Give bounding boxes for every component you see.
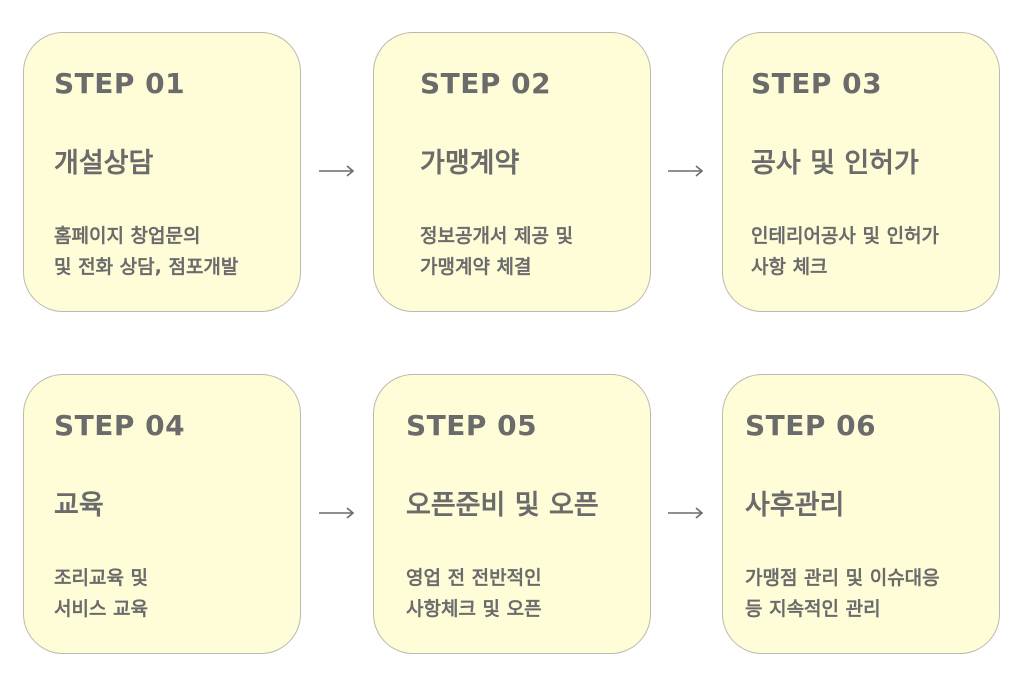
step-description-line: 정보공개서 제공 및 — [420, 225, 574, 247]
step-title: 교육 — [54, 490, 104, 521]
step-card-02: STEP 02 가맹계약 정보공개서 제공 및 가맹계약 체결 — [373, 32, 651, 312]
step-number: STEP 04 — [54, 409, 186, 442]
step-description-line: 등 지속적인 관리 — [745, 598, 881, 620]
step-title: 사후관리 — [745, 490, 845, 521]
step-number: STEP 06 — [745, 409, 877, 442]
step-card-01: STEP 01 개설상담 홈페이지 창업문의 및 전화 상담, 점포개발 — [23, 32, 301, 312]
step-description-line: 홈페이지 창업문의 — [54, 225, 201, 247]
step-description-line: 가맹점 관리 및 이슈대응 — [745, 567, 940, 589]
step-number: STEP 03 — [751, 67, 883, 100]
step-description-line: 조리교육 및 — [54, 567, 149, 589]
step-title: 오픈준비 및 오픈 — [406, 490, 599, 521]
step-description-line: 및 전화 상담, 점포개발 — [54, 256, 239, 278]
step-number: STEP 01 — [54, 67, 186, 100]
step-number: STEP 05 — [406, 409, 538, 442]
step-card-04: STEP 04 교육 조리교육 및 서비스 교육 — [23, 374, 301, 654]
step-description: 영업 전 전반적인 사항체크 및 오픈 — [406, 563, 542, 625]
arrow-right-icon — [668, 506, 704, 520]
step-description: 정보공개서 제공 및 가맹계약 체결 — [420, 221, 573, 283]
step-description-line: 사항 체크 — [751, 256, 828, 278]
step-description: 조리교육 및 서비스 교육 — [54, 563, 148, 625]
step-description-line: 인테리어공사 및 인허가 — [751, 225, 940, 247]
step-card-03: STEP 03 공사 및 인허가 인테리어공사 및 인허가 사항 체크 — [722, 32, 1000, 312]
step-description: 인테리어공사 및 인허가 사항 체크 — [751, 221, 939, 283]
step-description-line: 서비스 교육 — [54, 598, 149, 620]
step-title: 개설상담 — [54, 148, 154, 179]
step-title: 가맹계약 — [420, 148, 520, 179]
step-description-line: 사항체크 및 오픈 — [406, 598, 542, 620]
step-number: STEP 02 — [420, 67, 552, 100]
arrow-right-icon — [319, 506, 355, 520]
step-description: 홈페이지 창업문의 및 전화 상담, 점포개발 — [54, 221, 238, 283]
step-description: 가맹점 관리 및 이슈대응 등 지속적인 관리 — [745, 563, 940, 625]
arrow-right-icon — [668, 164, 704, 178]
step-card-05: STEP 05 오픈준비 및 오픈 영업 전 전반적인 사항체크 및 오픈 — [373, 374, 651, 654]
step-card-06: STEP 06 사후관리 가맹점 관리 및 이슈대응 등 지속적인 관리 — [722, 374, 1000, 654]
step-description-line: 영업 전 전반적인 — [406, 567, 542, 589]
step-description-line: 가맹계약 체결 — [420, 256, 532, 278]
step-title: 공사 및 인허가 — [751, 148, 919, 179]
arrow-right-icon — [319, 164, 355, 178]
